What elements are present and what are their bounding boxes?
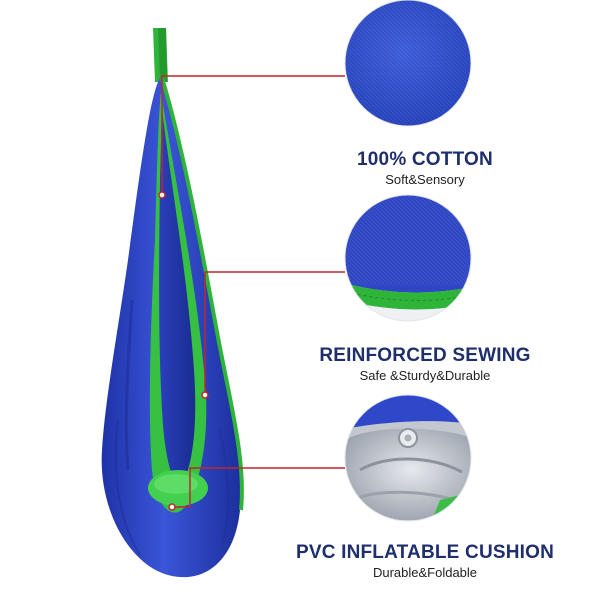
- seam-stitching-closeup: [344, 194, 472, 322]
- pod-swing-image: [101, 28, 244, 578]
- feature-subtitle-cushion: Durable&Foldable: [372, 565, 478, 580]
- inflatable-cushion-closeup: [344, 394, 472, 522]
- feature-title-cotton: 100% COTTON: [357, 149, 493, 170]
- leader-dots: [158, 191, 209, 511]
- cotton-fabric-closeup: [344, 0, 472, 127]
- feature-title-sewing: REINFORCED SEWING: [319, 345, 531, 366]
- feature-title-cushion: PVC INFLATABLE CUSHION: [295, 542, 555, 563]
- leader-lines: [161, 75, 345, 508]
- leader-line-cushion: [172, 467, 345, 508]
- leader-line-sewing: [204, 271, 345, 395]
- feature-subtitle-cotton: Soft&Sensory: [385, 172, 465, 187]
- feature-subtitle-sewing: Safe &Sturdy&Durable: [359, 368, 491, 383]
- leader-line-cotton: [161, 75, 345, 195]
